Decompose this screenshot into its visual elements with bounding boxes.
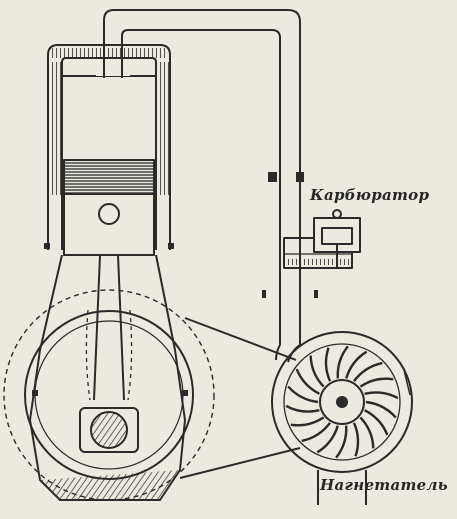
connecting-rod xyxy=(79,254,139,453)
carburetor-label: Карбюратор xyxy=(310,186,430,204)
impeller-blade xyxy=(359,377,394,388)
impeller-blade xyxy=(309,355,325,388)
impeller-blade xyxy=(364,409,389,436)
impeller-blade xyxy=(364,391,399,400)
impeller-blade xyxy=(324,347,332,382)
cylinder xyxy=(44,44,174,250)
impeller-blade xyxy=(290,416,325,427)
intake-pipe xyxy=(103,9,318,345)
impeller-blade xyxy=(335,425,348,459)
impeller-blade xyxy=(345,350,368,379)
impeller-blade xyxy=(353,361,383,382)
impeller-blade xyxy=(316,425,339,454)
impeller-blade xyxy=(285,404,320,413)
blower-label: Нагнетатель xyxy=(320,476,448,494)
carburetor xyxy=(283,209,361,269)
impeller-blade xyxy=(336,345,349,379)
impeller-blade xyxy=(352,422,360,457)
impeller-blade xyxy=(295,368,320,395)
impeller-blade xyxy=(359,416,375,449)
belt-drive xyxy=(179,317,301,479)
piston xyxy=(63,159,155,256)
blower xyxy=(271,331,413,505)
crankcase xyxy=(3,254,215,501)
impeller-blade xyxy=(287,385,319,404)
impeller-blade xyxy=(365,400,397,419)
impeller-blade xyxy=(301,422,331,443)
